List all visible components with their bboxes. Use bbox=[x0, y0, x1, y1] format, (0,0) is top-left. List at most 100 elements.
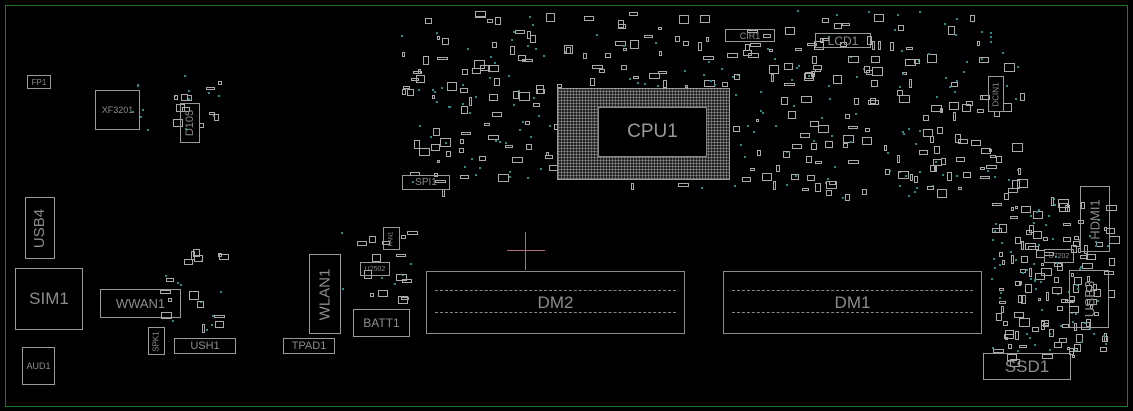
smd-part bbox=[867, 36, 873, 46]
smd-part bbox=[870, 98, 877, 105]
component-dcin1[interactable]: DCIN1 bbox=[988, 76, 1004, 112]
component-dm2[interactable]: DM2 bbox=[426, 271, 685, 334]
component-wwan1[interactable]: WWAN1 bbox=[100, 289, 181, 318]
component-dm1[interactable]: DM1 bbox=[723, 271, 982, 334]
smd-part bbox=[999, 287, 1005, 291]
component-aud1[interactable]: AUD1 bbox=[22, 347, 55, 385]
smd-part bbox=[161, 312, 173, 320]
via bbox=[944, 23, 947, 26]
smd-part bbox=[525, 143, 532, 150]
smd-part bbox=[897, 171, 909, 180]
component-usb3[interactable]: USB3 bbox=[1069, 270, 1109, 328]
smd-part bbox=[790, 173, 799, 180]
via bbox=[759, 90, 762, 93]
via bbox=[1014, 98, 1017, 101]
component-xf3201[interactable]: XF3201 bbox=[95, 90, 140, 130]
component-batt1[interactable]: BATT1 bbox=[353, 309, 410, 337]
via bbox=[916, 186, 919, 189]
via bbox=[1035, 287, 1038, 290]
smd-part bbox=[722, 81, 729, 87]
smd-part bbox=[897, 154, 901, 163]
smd-part bbox=[411, 78, 420, 82]
via bbox=[1040, 308, 1043, 311]
component-label: TPAD1 bbox=[291, 340, 327, 352]
component-spi1[interactable]: SPI1 bbox=[402, 175, 450, 190]
component-tpad1[interactable]: TPAD1 bbox=[283, 338, 335, 354]
component-cpu1[interactable]: CPU1 bbox=[557, 88, 730, 180]
via bbox=[471, 158, 474, 161]
smd-part bbox=[592, 64, 604, 69]
smd-part bbox=[1109, 258, 1116, 267]
smd-part bbox=[1054, 263, 1063, 268]
smd-part bbox=[939, 108, 943, 114]
smd-part bbox=[620, 64, 627, 70]
component-fp1[interactable]: FP1 bbox=[27, 75, 51, 89]
smd-part bbox=[1081, 201, 1086, 209]
smd-part bbox=[460, 105, 468, 114]
via bbox=[532, 96, 535, 99]
smd-part bbox=[483, 123, 490, 127]
smd-part bbox=[1084, 244, 1089, 254]
smd-part bbox=[870, 56, 880, 64]
board-outline bbox=[5, 5, 1128, 407]
component-u2502[interactable]: U2502 bbox=[360, 262, 390, 276]
component-label: FAN1 bbox=[388, 230, 395, 247]
via bbox=[828, 97, 831, 100]
via bbox=[993, 229, 996, 232]
component-sim1[interactable]: SIM1 bbox=[15, 268, 83, 330]
component-ush1[interactable]: USH1 bbox=[174, 338, 236, 354]
smd-part bbox=[1010, 358, 1021, 367]
via bbox=[147, 128, 150, 131]
component-hdmi1[interactable]: HDMI1 bbox=[1080, 186, 1110, 252]
smd-part bbox=[864, 66, 871, 74]
smd-part bbox=[878, 41, 882, 51]
via bbox=[171, 319, 174, 322]
via bbox=[954, 91, 957, 93]
smd-part bbox=[922, 129, 933, 138]
smd-part bbox=[787, 110, 796, 119]
smd-part bbox=[958, 186, 963, 190]
via bbox=[409, 262, 412, 265]
component-lcd1[interactable]: LCD1 bbox=[815, 33, 871, 48]
component-label: LCD1 bbox=[827, 33, 859, 48]
via bbox=[1032, 221, 1035, 224]
smd-part bbox=[658, 71, 668, 75]
smd-part bbox=[1001, 305, 1005, 313]
smd-part bbox=[768, 49, 773, 52]
smd-part bbox=[742, 50, 752, 57]
smd-part bbox=[1021, 241, 1025, 251]
via bbox=[919, 171, 922, 174]
via bbox=[136, 84, 139, 87]
component-fan1[interactable]: FAN1 bbox=[383, 227, 400, 250]
via bbox=[462, 102, 465, 105]
smd-part bbox=[682, 40, 689, 46]
via bbox=[131, 111, 134, 114]
smd-part bbox=[1019, 281, 1023, 286]
via bbox=[703, 73, 706, 76]
smd-part bbox=[703, 80, 715, 88]
via bbox=[1025, 268, 1028, 271]
via bbox=[919, 11, 922, 14]
component-u7202[interactable]: U7202 bbox=[1044, 249, 1074, 263]
component-spk1[interactable]: SPK1 bbox=[148, 327, 165, 355]
via bbox=[827, 36, 830, 39]
via bbox=[436, 101, 439, 104]
component-ssd1[interactable]: SSD1 bbox=[983, 353, 1071, 380]
component-usb4[interactable]: USB4 bbox=[25, 197, 55, 259]
smd-part bbox=[1092, 283, 1097, 291]
component-d105[interactable]: D105 bbox=[180, 103, 200, 143]
via bbox=[714, 84, 717, 87]
component-wlan1[interactable]: WLAN1 bbox=[309, 254, 341, 334]
smd-part bbox=[748, 52, 760, 58]
smd-part bbox=[801, 95, 813, 103]
via bbox=[955, 33, 958, 36]
smd-part bbox=[906, 46, 914, 50]
smd-part bbox=[556, 83, 562, 88]
component-cir1[interactable]: CIR1 bbox=[725, 29, 775, 42]
smd-part bbox=[1020, 255, 1028, 263]
via bbox=[948, 86, 951, 89]
via bbox=[962, 70, 965, 73]
smd-part bbox=[982, 95, 991, 101]
via bbox=[564, 51, 567, 54]
